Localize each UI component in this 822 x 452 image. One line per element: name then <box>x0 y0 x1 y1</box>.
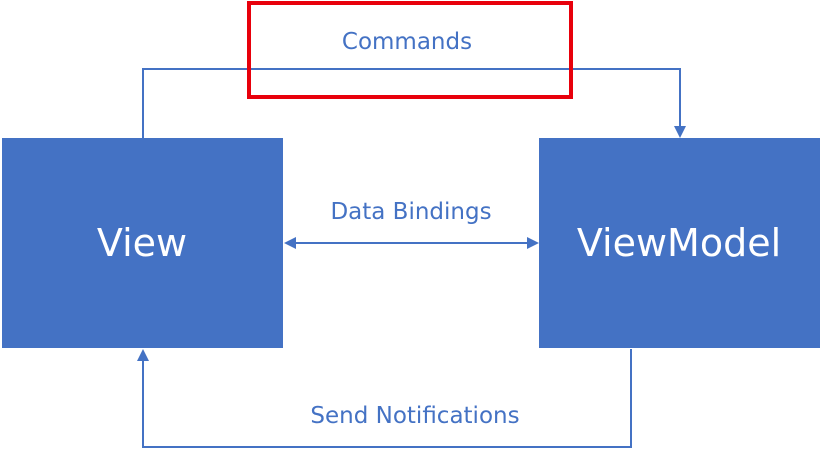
view-label: View <box>97 221 187 265</box>
commands-highlight-box <box>247 1 573 99</box>
view-box <box>2 138 283 348</box>
commands-connector <box>142 68 686 138</box>
commands-label: Commands <box>342 29 472 55</box>
data-bindings-label: Data Bindings <box>330 199 491 225</box>
send-notifications-label: Send Notifications <box>310 403 519 429</box>
send-notifications-connector <box>137 349 632 448</box>
viewmodel-label: ViewModel <box>577 221 781 265</box>
viewmodel-box <box>539 138 820 348</box>
